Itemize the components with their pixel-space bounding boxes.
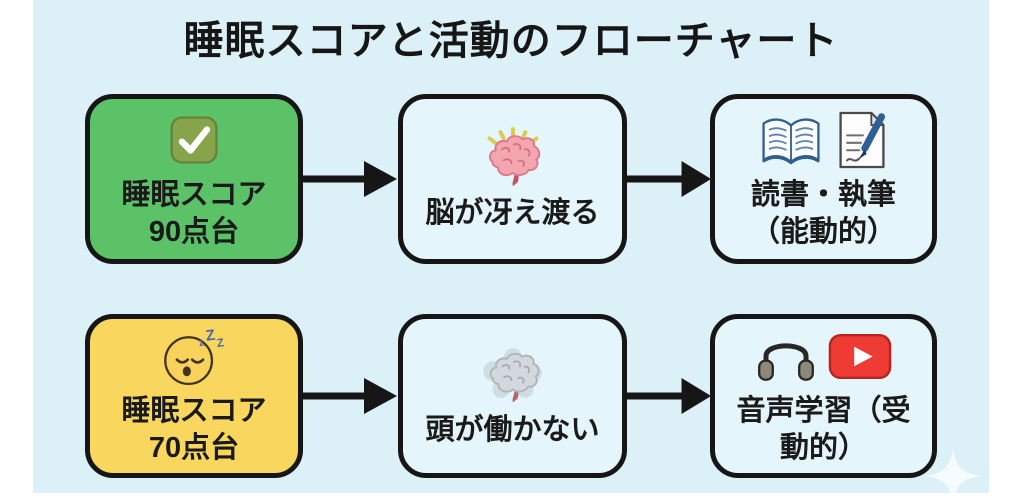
node-sleep-score-90: 睡眠スコア 90点台 <box>85 94 303 264</box>
check-mark-icon <box>170 116 218 164</box>
sparkling-brain-icon <box>487 127 540 187</box>
flow-arrow <box>626 159 712 199</box>
node-sleep-score-70: z Z Z 睡眠スコア 70点台 <box>85 314 303 478</box>
node-icons <box>756 325 892 389</box>
svg-text:z: z <box>198 336 205 349</box>
node-icons <box>478 342 548 408</box>
youtube-play-icon <box>828 334 891 380</box>
node-label: 音声学習（受 動的） <box>736 394 911 464</box>
flow-arrow <box>302 159 398 199</box>
svg-text:Z: Z <box>216 336 225 350</box>
headphones-icon <box>757 343 814 381</box>
flow-arrow <box>626 376 712 416</box>
node-icons: z Z Z <box>159 325 229 389</box>
open-book-icon <box>761 118 820 165</box>
page-title: 睡眠スコアと活動のフローチャート <box>183 19 839 63</box>
node-icons <box>759 107 889 173</box>
node-label: 頭が働かない <box>425 414 600 447</box>
node-label: 睡眠スコア 70点台 <box>121 394 267 464</box>
node-brain-clear: 脳が冴え渡る <box>398 94 627 264</box>
node-icons <box>477 125 549 191</box>
svg-text:Z: Z <box>205 327 217 345</box>
node-label: 脳が冴え渡る <box>425 197 600 230</box>
flowchart-canvas: 睡眠スコアと活動のフローチャート 睡眠スコア 90点台 <box>33 0 989 493</box>
node-label: 読書・執筆 （能動的） <box>750 178 896 248</box>
flow-arrow <box>302 376 398 416</box>
sleeping-face-icon: z Z Z <box>164 327 225 385</box>
node-icons <box>169 107 219 173</box>
node-label: 睡眠スコア 90点台 <box>121 178 267 248</box>
foggy-brain-icon <box>482 348 542 403</box>
node-reading-writing: 読書・執筆 （能動的） <box>710 94 937 264</box>
node-brain-foggy: 頭が働かない <box>398 314 627 478</box>
memo-pen-icon <box>838 111 885 169</box>
node-audio-learning: 音声学習（受 動的） <box>710 314 937 478</box>
